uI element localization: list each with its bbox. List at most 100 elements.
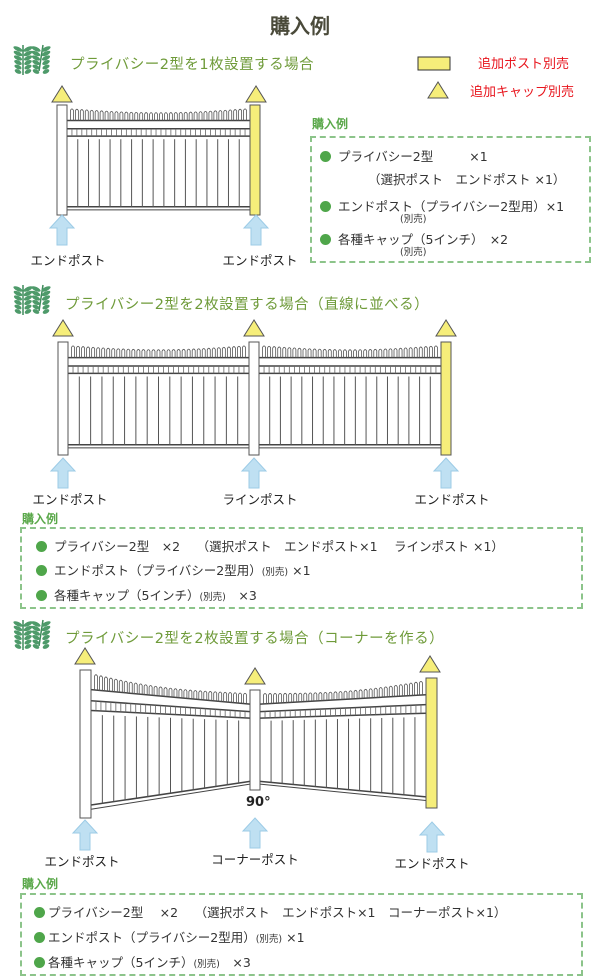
picket	[181, 348, 186, 358]
picket	[409, 682, 413, 696]
post	[79, 669, 92, 819]
item-text: プライバシー2型	[338, 149, 434, 164]
picket	[373, 348, 378, 358]
picket	[378, 348, 383, 358]
picket	[138, 683, 143, 695]
list-item: エンドポスト（プライバシー2型用）×1	[320, 196, 564, 215]
legend-cap-label: 追加キャップ別売	[470, 85, 575, 100]
item-qty: ×1	[286, 930, 305, 945]
picket	[398, 684, 403, 697]
picket	[104, 676, 108, 692]
picket	[153, 685, 158, 696]
picket	[233, 109, 238, 121]
picket	[116, 348, 121, 358]
picket	[124, 111, 129, 121]
picket	[318, 692, 323, 701]
rail	[90, 700, 251, 713]
cap-triangle-icon	[435, 319, 457, 337]
picket	[313, 692, 318, 702]
cap-triangle-icon	[419, 655, 441, 673]
item-text: 各種キャップ（5インチ）	[48, 955, 194, 970]
picket	[428, 345, 433, 358]
item-note: (別売)	[199, 592, 226, 603]
picket	[242, 345, 246, 358]
item-note: (別売)	[255, 934, 283, 945]
picket	[292, 347, 297, 358]
picket	[268, 693, 272, 704]
picket	[89, 109, 94, 121]
picket	[398, 347, 403, 358]
picket	[188, 689, 193, 699]
picket	[176, 349, 181, 358]
picket	[99, 675, 103, 691]
picket	[171, 349, 176, 358]
picket	[218, 691, 223, 702]
bullet-icon	[36, 541, 47, 552]
picket	[201, 348, 206, 358]
picket	[414, 681, 418, 696]
picket	[353, 689, 358, 699]
picket	[74, 108, 79, 121]
picket	[94, 674, 98, 691]
cap-triangle-icon	[245, 85, 267, 103]
picket	[308, 692, 313, 702]
picket	[283, 692, 288, 703]
picket	[168, 687, 173, 697]
picket	[183, 689, 188, 699]
picket	[173, 688, 178, 698]
item-qty: ×1	[469, 149, 488, 164]
post-label: コーナーポスト	[211, 852, 299, 867]
page-title: 購入例	[270, 14, 330, 38]
picket	[333, 691, 338, 700]
list-item: プライバシー2型 ×2 （選択ポスト エンドポスト×1 コーナーポスト×1）	[34, 902, 506, 921]
item-note: (別売)	[261, 567, 289, 578]
added-post	[440, 341, 452, 456]
picket	[188, 111, 193, 121]
legend-post-label: 追加ポスト別売	[478, 57, 570, 72]
picket	[131, 348, 136, 358]
added-post	[425, 677, 438, 809]
list-item: 各種キャップ（5インチ） ×2	[320, 229, 508, 248]
picket	[368, 349, 373, 358]
picket	[218, 110, 223, 121]
up-arrow-icon	[49, 457, 77, 489]
picket	[327, 349, 332, 358]
cap-triangle-icon	[427, 81, 449, 99]
picket	[277, 346, 282, 358]
picket	[128, 681, 133, 694]
picket	[343, 690, 348, 700]
picket	[70, 108, 74, 121]
picket	[343, 349, 347, 358]
picket	[221, 346, 226, 358]
picket	[238, 692, 242, 704]
picket	[96, 347, 101, 358]
picket	[166, 349, 171, 358]
picket	[149, 112, 153, 121]
picket	[419, 680, 423, 696]
picket	[119, 111, 124, 121]
cap-triangle-icon	[51, 85, 73, 103]
up-arrow-icon	[240, 457, 268, 489]
picket	[223, 691, 228, 702]
post-label: エンドポスト	[32, 492, 108, 507]
bullet-icon	[320, 201, 331, 212]
legend-post-swatch	[417, 56, 451, 71]
fern-icon	[13, 619, 51, 650]
picket	[337, 349, 342, 358]
picket	[243, 692, 247, 704]
item-text: プライバシー2型 ×2 （選択ポスト エンドポスト×1 コーナーポスト×1）	[48, 905, 507, 920]
picket	[383, 348, 388, 358]
picket	[139, 112, 144, 121]
picket	[111, 348, 116, 358]
picket	[123, 680, 128, 693]
list-item: プライバシー2型 ×1	[320, 146, 488, 165]
post	[56, 104, 68, 216]
picket	[126, 348, 131, 358]
item-text: エンドポスト（プライバシー2型用）×1	[338, 199, 565, 214]
picket	[81, 346, 85, 358]
picket	[434, 345, 438, 358]
picket	[226, 346, 231, 358]
rail	[259, 783, 427, 802]
item-note: (別売)	[400, 247, 427, 258]
